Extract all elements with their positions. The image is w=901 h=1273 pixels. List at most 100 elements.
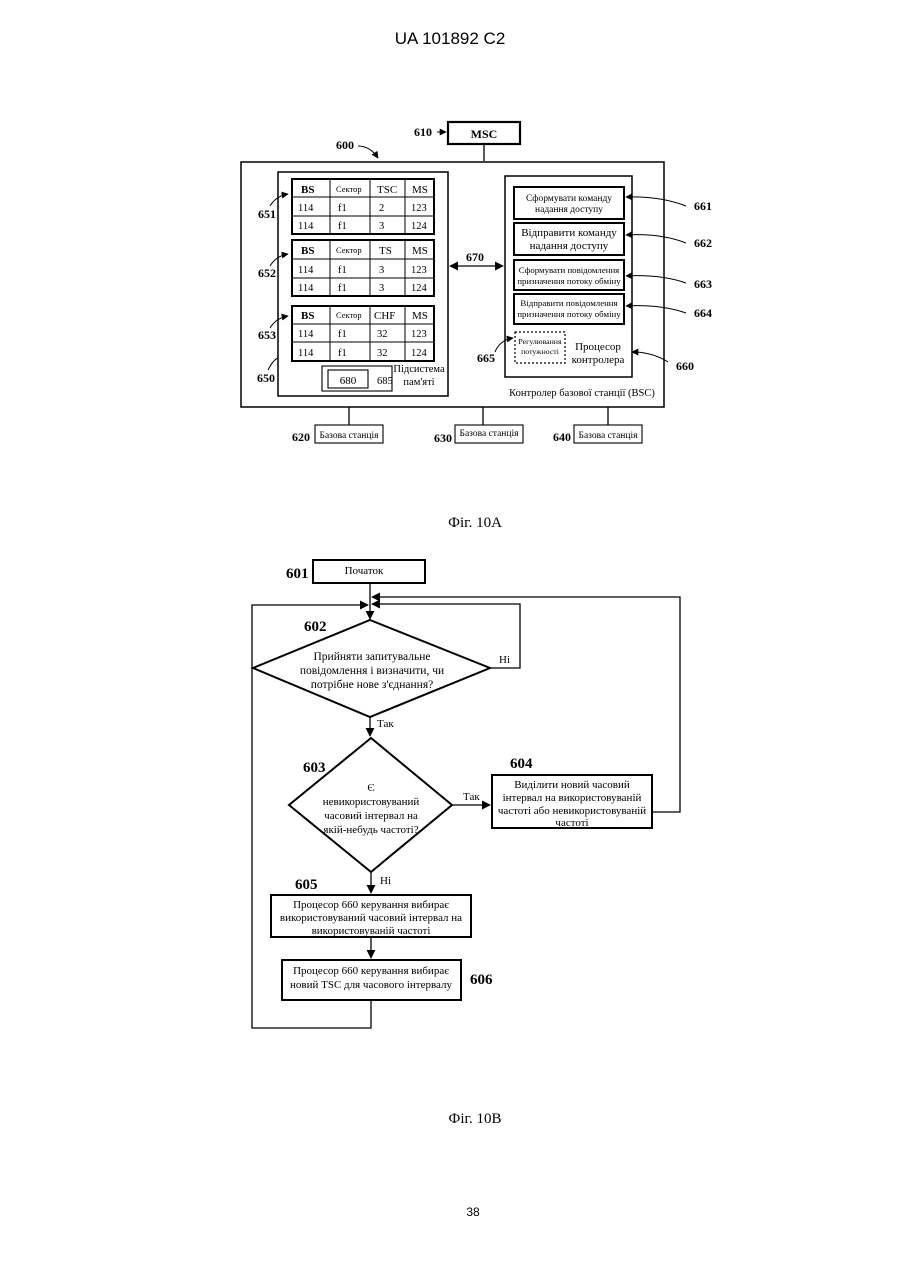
table-cell: 2 bbox=[379, 203, 384, 214]
box-605-text: використовуваний часовий інтервал на bbox=[280, 912, 462, 924]
block-662-text: Відправити команду bbox=[521, 227, 617, 239]
decision-603-text: невикористовуваний bbox=[323, 796, 420, 808]
table-cell: f1 bbox=[338, 221, 347, 232]
figure-10b: Початок 601 602 Прийняти запитувальне по… bbox=[252, 560, 680, 1127]
ref-662: 662 bbox=[694, 236, 712, 250]
ref-664: 664 bbox=[694, 306, 712, 320]
table-header: MS bbox=[412, 184, 428, 196]
decision-603-text: якій-небудь частоті? bbox=[323, 824, 418, 836]
box-604-text: Виділити новий часовий bbox=[514, 779, 630, 791]
base-station-label: Базова станція bbox=[579, 431, 639, 441]
ref-653: 653 bbox=[258, 328, 276, 342]
label-no-603: Ні bbox=[380, 875, 391, 887]
table-cell: 114 bbox=[298, 203, 314, 214]
decision-602-text: Прийняти запитувальне bbox=[313, 651, 430, 663]
patent-number: UA 101892 C2 bbox=[395, 29, 506, 48]
table-cell: 32 bbox=[377, 348, 388, 359]
box-604-text: частоті bbox=[555, 817, 588, 829]
bsc-label: Контролер базової станції (BSC) bbox=[509, 388, 655, 399]
table-cell: 124 bbox=[411, 348, 428, 359]
table-cell: f1 bbox=[338, 348, 347, 359]
box-604-text: частоті або невикористовуваній bbox=[498, 805, 646, 817]
table-header: CHF bbox=[374, 310, 395, 322]
decision-603-text: часовий інтервал на bbox=[324, 810, 418, 822]
block-661-text: Сформувати команду bbox=[526, 193, 612, 204]
ref-605: 605 bbox=[295, 877, 318, 893]
box-606-text: Процесор 660 керування вибирає bbox=[293, 965, 449, 977]
table-cell: 114 bbox=[298, 329, 314, 340]
memory-label-1: Підсистема bbox=[393, 364, 445, 375]
table-cell: f1 bbox=[338, 265, 347, 276]
power-text: потужності bbox=[521, 347, 560, 356]
processor-text: Процесор bbox=[575, 341, 621, 353]
table-651: BS Сектор TSC MS 114 f1 2 123 114 f1 3 1… bbox=[292, 179, 434, 234]
ref-651: 651 bbox=[258, 207, 276, 221]
table-652: BS Сектор TS MS 114 f1 3 123 114 f1 3 12… bbox=[292, 240, 434, 296]
table-cell: 123 bbox=[411, 329, 427, 340]
ref-603: 603 bbox=[303, 760, 326, 776]
table-header: BS bbox=[301, 310, 314, 322]
figure-caption-10a: Фіг. 10А bbox=[448, 515, 502, 531]
box-605-text: Процесор 660 керування вибирає bbox=[293, 899, 449, 911]
block-664-text: Відправити повідомлення bbox=[520, 298, 617, 308]
ref-640: 640 bbox=[553, 430, 571, 444]
ref-604: 604 bbox=[510, 756, 533, 772]
table-header: Сектор bbox=[336, 245, 362, 255]
table-cell: 3 bbox=[379, 221, 384, 232]
start-label: Початок bbox=[345, 565, 384, 577]
power-text: Регулювання bbox=[518, 337, 562, 346]
ref-650: 650 bbox=[257, 371, 275, 385]
base-station-label: Базова станція bbox=[320, 431, 380, 441]
table-header: Сектор bbox=[336, 184, 362, 194]
figure-caption-10b: Фіг. 10В bbox=[449, 1111, 502, 1127]
label-yes-603: Так bbox=[463, 791, 480, 803]
table-cell: 123 bbox=[411, 265, 427, 276]
table-653: BS Сектор CHF MS 114 f1 32 123 114 f1 32… bbox=[292, 306, 434, 361]
box-606-text: новий TSC для часового інтервалу bbox=[290, 979, 452, 991]
table-header: BS bbox=[301, 245, 314, 257]
block-663-text: Сформувати повідомлення bbox=[519, 265, 619, 275]
table-header: TSC bbox=[377, 184, 397, 196]
block-661-text: надання доступу bbox=[535, 205, 603, 215]
table-cell: 114 bbox=[298, 283, 314, 294]
ref-652: 652 bbox=[258, 266, 276, 280]
decision-602-text: потрібне нове з'єднання? bbox=[311, 679, 433, 691]
ref-670: 670 bbox=[466, 250, 484, 264]
block-663-text: призначення потоку обміну bbox=[517, 276, 621, 286]
table-cell: 124 bbox=[411, 221, 428, 232]
box-605-text: використовуваній частоті bbox=[312, 925, 431, 937]
table-cell: f1 bbox=[338, 329, 347, 340]
ref-660: 660 bbox=[676, 359, 694, 373]
msc-label: MSC bbox=[471, 127, 498, 141]
box-604-text: інтервал на використовуваній bbox=[503, 792, 642, 804]
table-cell: 3 bbox=[379, 265, 384, 276]
ref-601: 601 bbox=[286, 566, 309, 582]
ref-680: 680 bbox=[340, 375, 357, 387]
table-cell: 114 bbox=[298, 348, 314, 359]
table-header: BS bbox=[301, 184, 314, 196]
figure-10a: MSC 610 600 BS Сектор TSC MS 114 f1 2 12… bbox=[241, 122, 712, 531]
table-cell: 114 bbox=[298, 265, 314, 276]
ref-685: 685 bbox=[377, 376, 393, 387]
table-header: TS bbox=[379, 245, 392, 257]
table-cell: f1 bbox=[338, 203, 347, 214]
ref-620: 620 bbox=[292, 430, 310, 444]
ref-661: 661 bbox=[694, 199, 712, 213]
memory-label-2: пам'яті bbox=[403, 377, 434, 388]
table-cell: 32 bbox=[377, 329, 388, 340]
table-cell: f1 bbox=[338, 283, 347, 294]
page-number: 38 bbox=[466, 1205, 480, 1219]
label-yes-602: Так bbox=[377, 718, 394, 730]
ref-606: 606 bbox=[470, 972, 493, 988]
ref-602: 602 bbox=[304, 619, 327, 635]
base-station-label: Базова станція bbox=[460, 429, 520, 439]
ref-610: 610 bbox=[414, 125, 432, 139]
table-header: Сектор bbox=[336, 310, 362, 320]
ref-600: 600 bbox=[336, 138, 354, 152]
table-header: MS bbox=[412, 310, 428, 322]
table-cell: 3 bbox=[379, 283, 384, 294]
table-cell: 124 bbox=[411, 283, 428, 294]
ref-663: 663 bbox=[694, 277, 712, 291]
ref-630: 630 bbox=[434, 431, 452, 445]
